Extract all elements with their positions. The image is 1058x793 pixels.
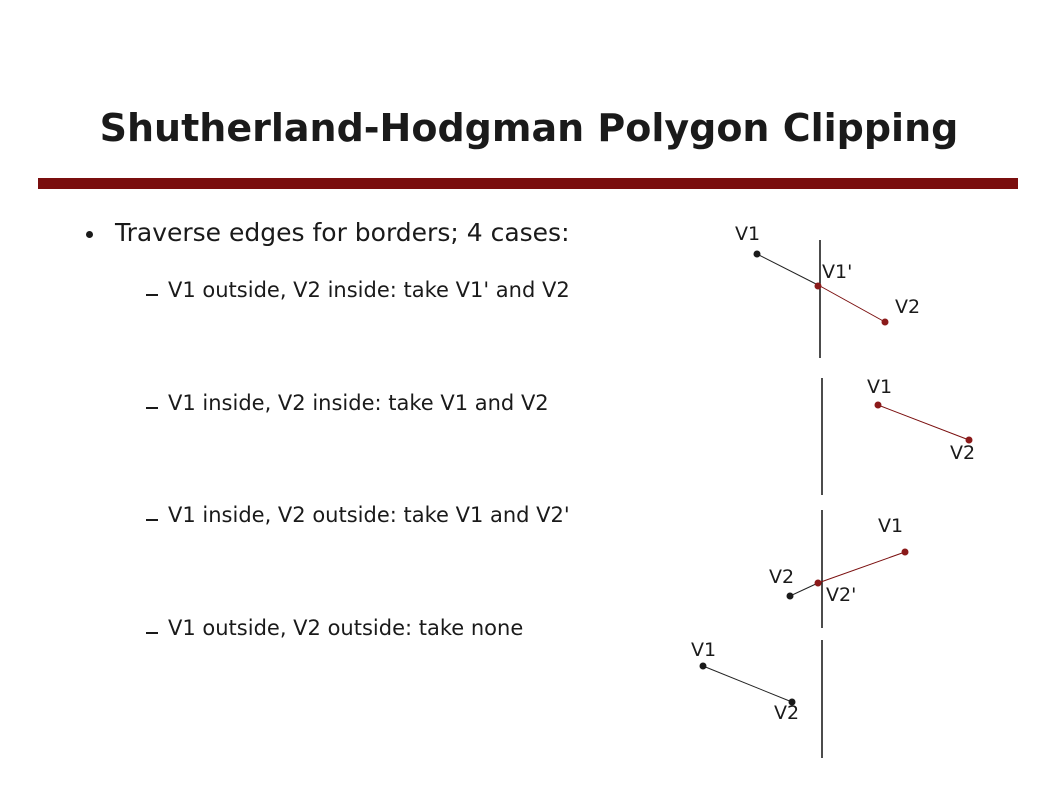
dash-icon — [146, 407, 158, 409]
case-4: V1 outside, V2 outside: take none — [146, 616, 523, 640]
main-bullet: Traverse edges for borders; 4 cases: — [86, 218, 570, 247]
clipped-segment-3 — [817, 551, 906, 584]
case-2: V1 inside, V2 inside: take V1 and V2 — [146, 391, 549, 415]
vertex-v1 — [874, 401, 882, 409]
vertex-v2 — [788, 698, 796, 706]
outside-segment-1 — [756, 253, 821, 287]
dash-icon — [146, 632, 158, 634]
vertex-v1 — [699, 662, 707, 670]
label-v1-prime: V1' — [822, 261, 852, 283]
vertex-v2 — [965, 436, 973, 444]
dash-icon — [146, 294, 158, 296]
vertex-v1 — [753, 250, 761, 258]
label-v2: V2 — [774, 702, 799, 724]
label-v1: V1 — [691, 639, 716, 661]
vertex-v2 — [881, 318, 889, 326]
case-3: V1 inside, V2 outside: take V1 and V2' — [146, 503, 570, 527]
case-4-text: V1 outside, V2 outside: take none — [168, 616, 524, 640]
slide-title: Shutherland-Hodgman Polygon Clipping — [99, 106, 959, 150]
case-1-text: V1 outside, V2 inside: take V1' and V2 — [168, 278, 570, 302]
label-v2-prime: V2' — [826, 584, 856, 606]
vertex-v2 — [786, 592, 794, 600]
label-v1: V1 — [878, 515, 903, 537]
outside-segment-3 — [789, 582, 819, 597]
case-1: V1 outside, V2 inside: take V1' and V2 — [146, 278, 570, 302]
case-3-text: V1 inside, V2 outside: take V1 and V2' — [168, 503, 570, 527]
dash-icon — [146, 519, 158, 521]
vertex-v1 — [901, 548, 909, 556]
outside-segment-4 — [702, 665, 793, 703]
label-v2: V2 — [950, 442, 975, 464]
label-v1: V1 — [867, 376, 892, 398]
case-2-text: V1 inside, V2 inside: take V1 and V2 — [168, 391, 549, 415]
main-bullet-text: Traverse edges for borders; 4 cases: — [115, 218, 570, 247]
bullet-dot-icon — [86, 230, 93, 238]
title-divider — [38, 178, 1018, 189]
vertex-v2-prime — [814, 579, 822, 587]
label-v2: V2 — [769, 566, 794, 588]
clipped-segment-1 — [819, 285, 886, 323]
label-v2: V2 — [895, 296, 920, 318]
vertex-v1-prime — [814, 282, 822, 290]
label-v1: V1 — [735, 223, 760, 245]
inside-segment-2 — [877, 404, 970, 441]
